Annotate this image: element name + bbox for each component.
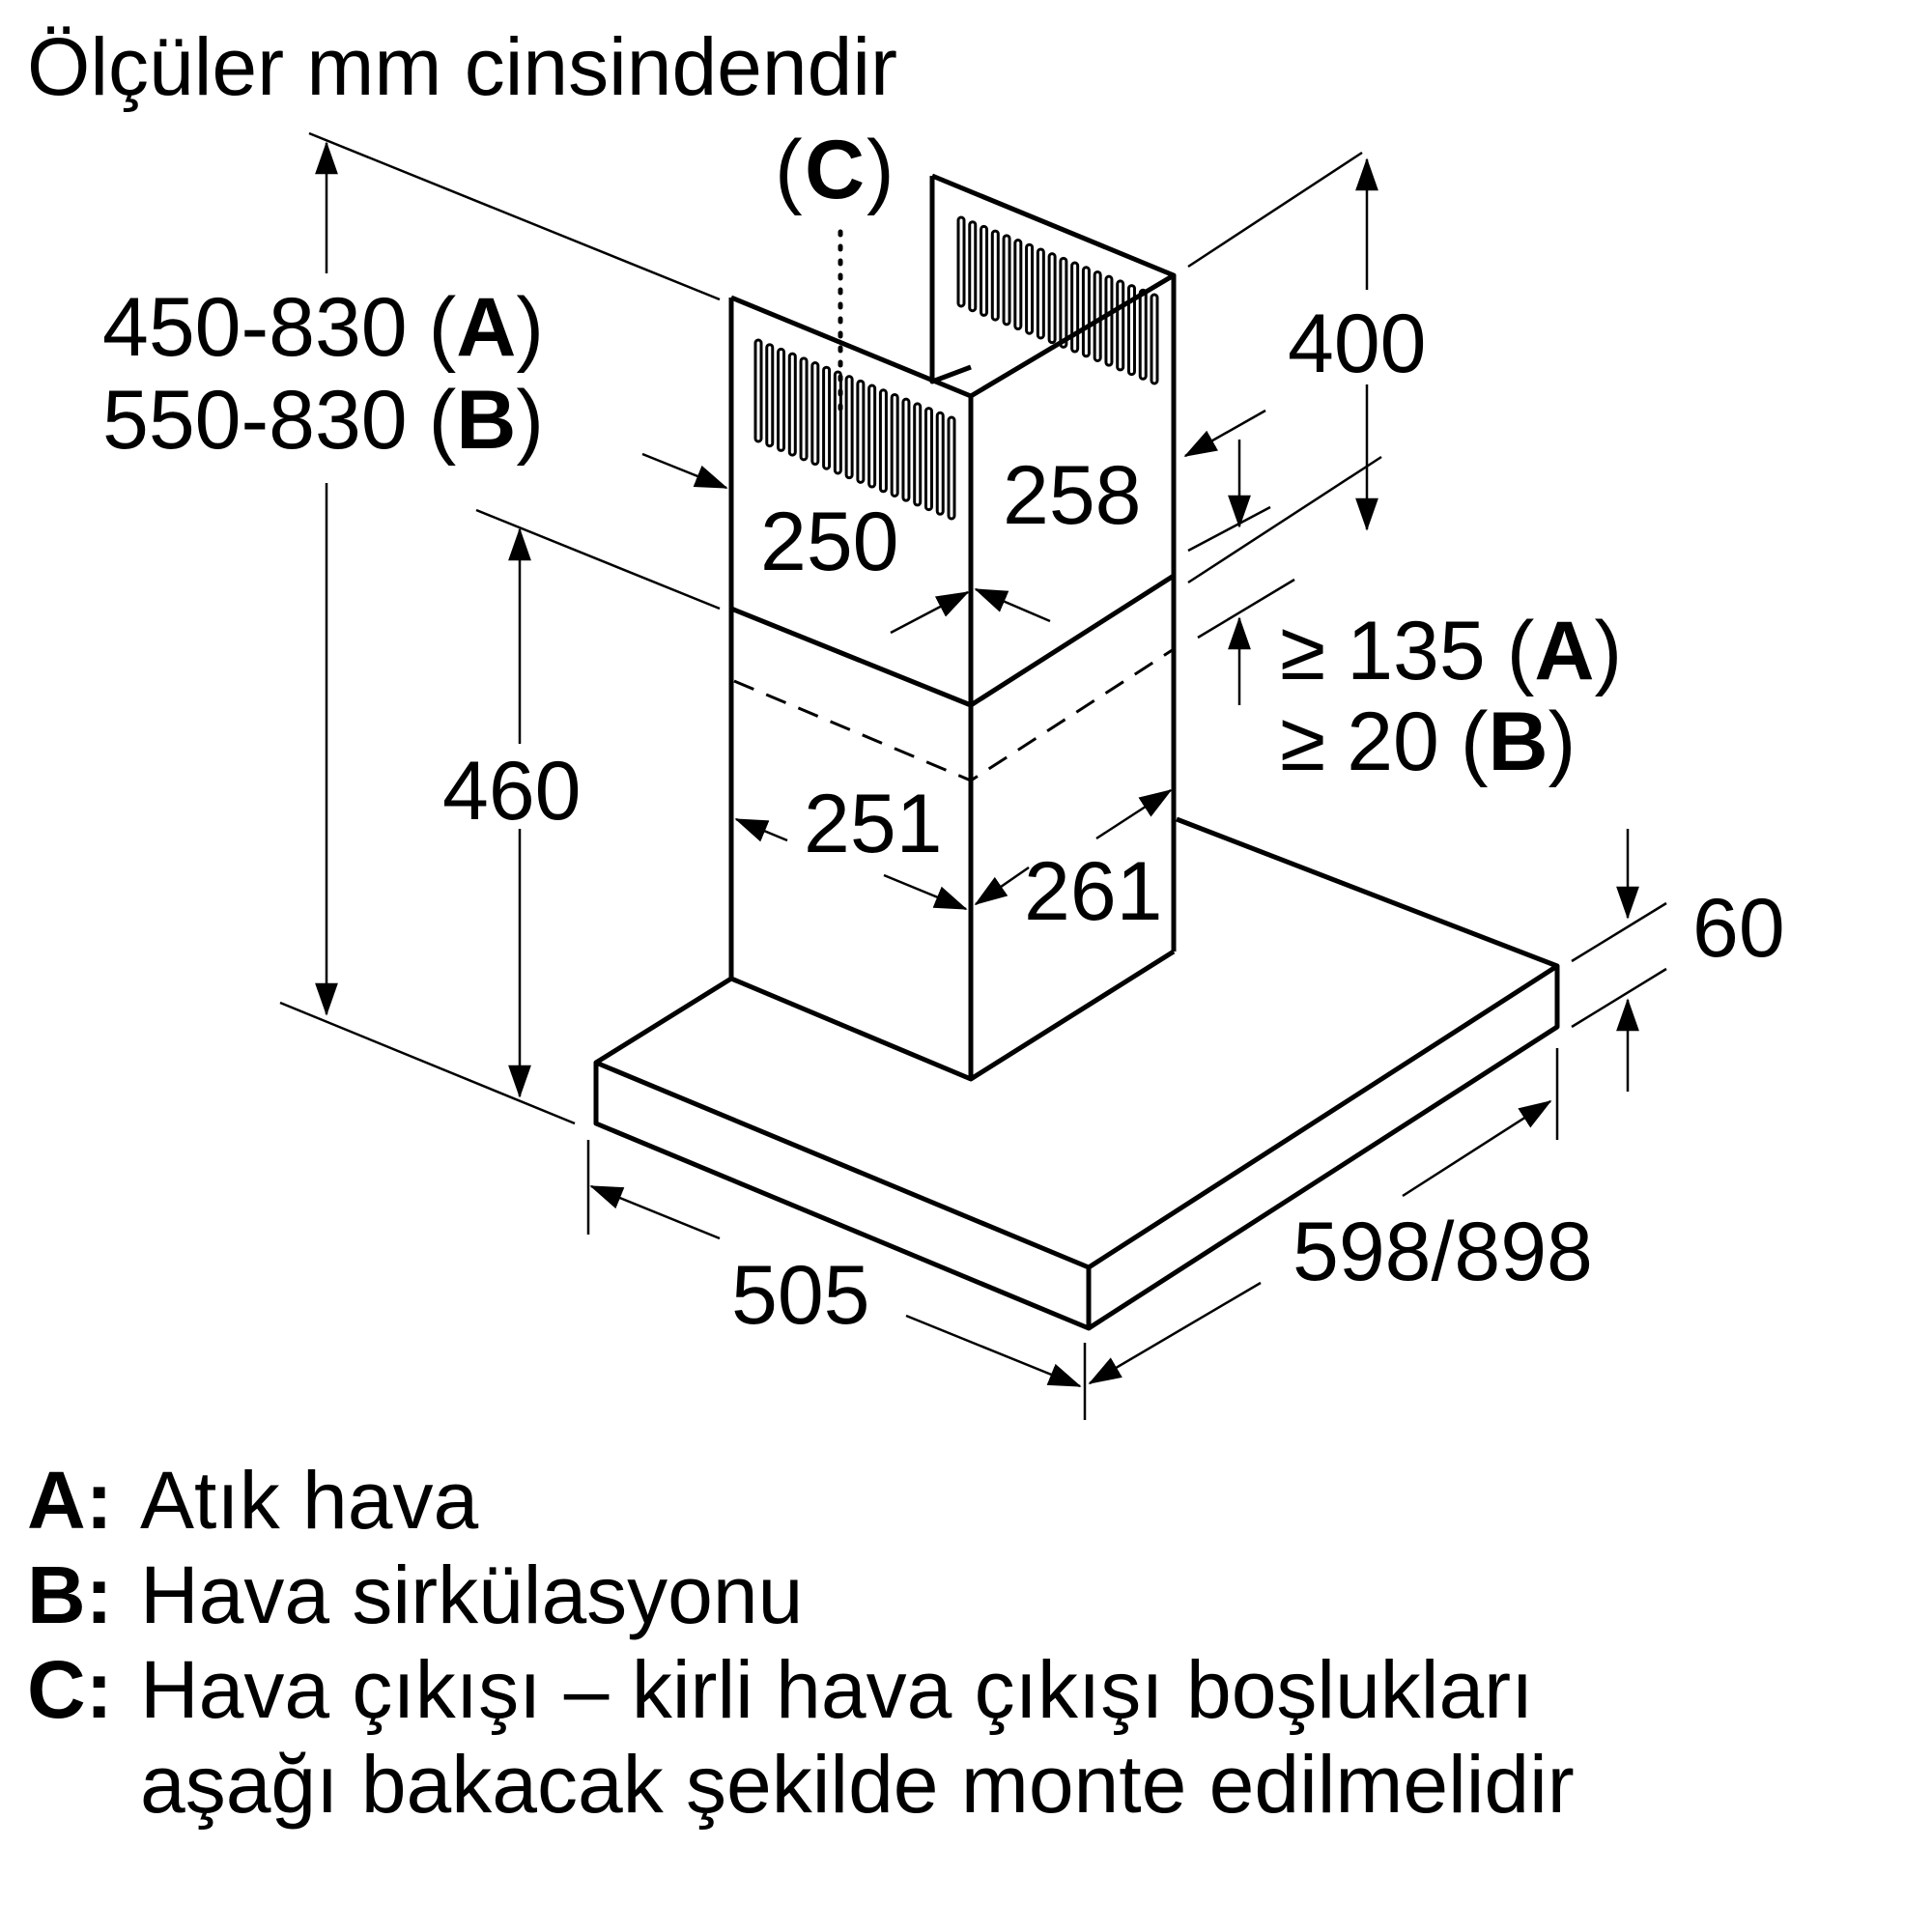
lower-chimney-height-label: 460 (442, 745, 582, 838)
svg-text:≥135(A): ≥135(A) (1280, 605, 1622, 697)
legend-text: Atık hava (140, 1455, 478, 1546)
total-height-a-mode: A (456, 281, 516, 374)
canopy-width-label: 598/898 (1293, 1206, 1593, 1298)
canopy-depth-label: 505 (731, 1249, 870, 1342)
gap-a-symbol: ≥ (1280, 605, 1325, 697)
gap-b-mode: B (1489, 696, 1548, 788)
chimney-width-upper-label: 258 (1003, 449, 1142, 542)
total-height-a-value: 450-830 (102, 281, 408, 374)
legend: A: Atık hava B: Hava sirkülasyonu C: Hav… (27, 1455, 1575, 1830)
legend-key: A: (27, 1455, 113, 1546)
gap-b-symbol: ≥ (1280, 696, 1325, 788)
lower-chimney-bottom (730, 949, 1176, 1082)
svg-text:≥20(B): ≥20(B) (1280, 696, 1576, 788)
legend-key: C: (27, 1644, 113, 1735)
chimney-depth-upper-label: 250 (760, 496, 899, 588)
gap-b-value: 20 (1347, 696, 1439, 788)
legend-text: Hava çıkışı – kirli hava çıkışı boşlukla… (140, 1644, 1533, 1735)
hood-outline (593, 173, 1560, 1331)
gap-label: ≥135(A) ≥20(B) (1280, 605, 1622, 788)
page-title: Ölçüler mm cinsindendir (27, 21, 897, 112)
air-outlet-label: C (805, 124, 865, 216)
total-height-label: 450-830(A) 550-830(B) (102, 281, 544, 467)
air-outlet-callout: ( C ) (775, 124, 895, 216)
vent-slots-front (753, 338, 956, 521)
chimney-depth-lower-label: 251 (804, 778, 943, 870)
gap-a-mode: A (1534, 605, 1594, 697)
hidden-line (733, 647, 1175, 782)
air-outlet-close-paren: ) (867, 124, 895, 216)
gap-a-value: 135 (1347, 605, 1486, 697)
legend-text: Hava sirkülasyonu (140, 1549, 803, 1640)
legend-item-a: A: Atık hava (27, 1455, 478, 1546)
legend-item-c: C: Hava çıkışı – kirli hava çıkışı boşlu… (27, 1644, 1575, 1830)
vent-slots-back (956, 215, 1159, 385)
total-height-b-value: 550-830 (102, 374, 408, 467)
air-outlet-open-paren: ( (775, 124, 803, 216)
svg-text:550-830(B): 550-830(B) (102, 374, 544, 467)
dimension-lines (279, 131, 1667, 1420)
chimney-width-lower-label: 261 (1024, 845, 1163, 938)
legend-key: B: (27, 1549, 113, 1640)
total-height-b-mode: B (456, 374, 516, 467)
canopy-thickness-label: 60 (1692, 882, 1785, 975)
chimney-joint (730, 573, 1176, 708)
svg-text:450-830(A): 450-830(A) (102, 281, 544, 374)
upper-chimney-height-label: 400 (1288, 298, 1427, 390)
legend-text-continued: aşağı bakacak şekilde monte edilmelidir (140, 1739, 1575, 1830)
legend-item-b: B: Hava sirkülasyonu (27, 1549, 803, 1640)
